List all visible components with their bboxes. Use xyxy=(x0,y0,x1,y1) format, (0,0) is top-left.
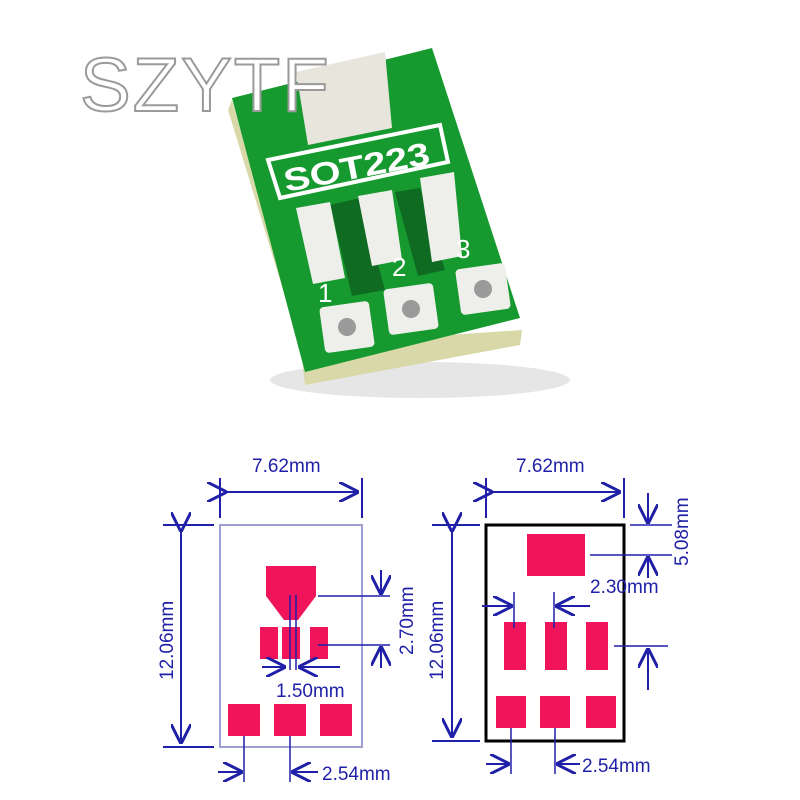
right-pad-1 xyxy=(504,622,526,670)
left-small-pad-2 xyxy=(282,627,300,659)
left-small-pad-3 xyxy=(310,627,328,659)
left-bottom-pad-2 xyxy=(274,704,306,736)
left-tab-pad xyxy=(266,566,316,620)
left-small-pad-1 xyxy=(260,627,278,659)
right-tab-pad xyxy=(527,534,585,576)
right-bottom-pad-2 xyxy=(540,696,570,728)
left-height-label: 12.06mm xyxy=(157,601,178,680)
pcb-photo: SOT223 1 2 3 xyxy=(228,48,570,398)
right-bottom-pad-3 xyxy=(586,696,616,728)
pad-3 xyxy=(420,172,462,262)
left-pad-height-label: 2.70mm xyxy=(397,586,418,655)
right-bottom-pad-1 xyxy=(496,696,526,728)
right-width-label: 7.62mm xyxy=(516,456,585,477)
pcb-tab-pad xyxy=(296,52,392,145)
left-outline xyxy=(219,524,363,748)
pad-2 xyxy=(358,190,402,266)
right-tab-offset-label: 5.08mm xyxy=(672,497,693,566)
right-pitch-label: 2.54mm xyxy=(582,756,651,777)
right-pad-pitch-label: 2.30mm xyxy=(590,577,659,598)
pin-label-2: 2 xyxy=(392,252,406,282)
pad-1 xyxy=(296,202,345,284)
watermark-logo: SZYTF xyxy=(79,43,331,128)
silkscreen-box xyxy=(265,122,451,201)
right-height-label: 12.06mm xyxy=(427,601,448,680)
left-pitch-label: 2.54mm xyxy=(322,764,391,785)
diagram-right: 7.62mm 12.06mm 5.08mm 2.30mm 2.54m xyxy=(427,456,693,777)
pin-label-3: 3 xyxy=(456,234,470,264)
left-bottom-pad-1 xyxy=(228,704,260,736)
left-pad-gap-label: 1.50mm xyxy=(276,681,345,702)
left-width-label: 7.62mm xyxy=(252,456,321,477)
diagram-left: 7.62mm 12.06mm 2.70mm 1.50mm 2.54mm xyxy=(157,456,418,785)
right-pad-3 xyxy=(586,622,608,670)
pin-label-1: 1 xyxy=(318,278,332,308)
left-bottom-pad-3 xyxy=(320,704,352,736)
right-pad-2 xyxy=(545,622,567,670)
dimension-diagrams: 7.62mm 12.06mm 2.70mm 1.50mm 2.54mm xyxy=(157,456,693,785)
